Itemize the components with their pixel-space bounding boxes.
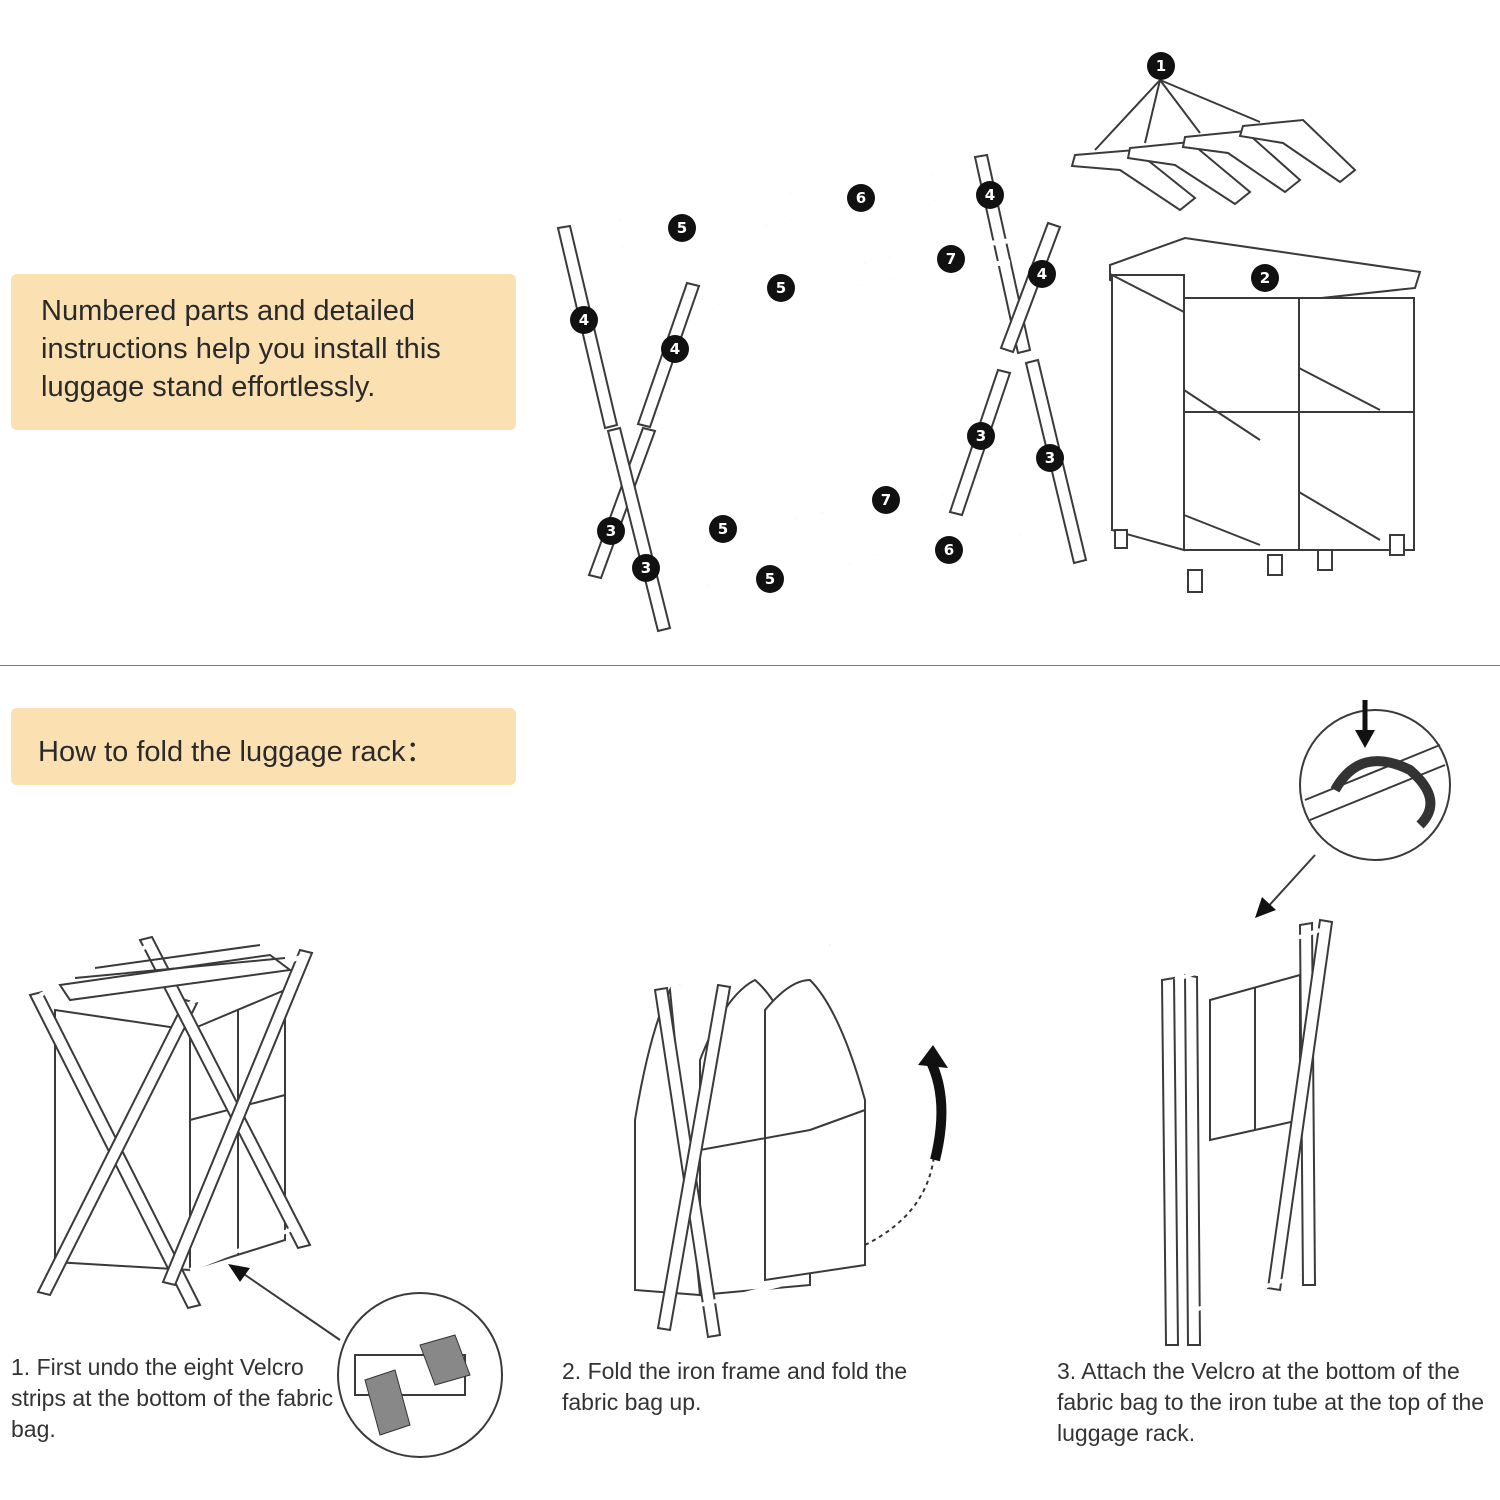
- fold-heading: How to fold the luggage rack：: [38, 736, 435, 768]
- badge-6a: 6: [847, 184, 875, 212]
- svg-text:5: 5: [718, 520, 728, 538]
- badge-5d: 5: [756, 565, 784, 593]
- svg-text:5: 5: [765, 570, 775, 588]
- step-3-caption: 3. Attach the Velcro at the bottom of th…: [1057, 1358, 1485, 1446]
- badge-5c: 5: [709, 515, 737, 543]
- fold-heading-box: How to fold the luggage rack：: [11, 708, 516, 785]
- badge-1: 1: [1147, 52, 1175, 80]
- badge-6b: 6: [935, 536, 963, 564]
- badge-5b: 5: [767, 274, 795, 302]
- intro-note-text: Numbered parts and detailed instructions…: [41, 295, 441, 403]
- svg-text:4: 4: [985, 186, 995, 204]
- svg-text:4: 4: [1037, 265, 1047, 283]
- badge-2: 2: [1251, 264, 1279, 292]
- badge-4d: 4: [1028, 260, 1056, 288]
- badge-3a: 3: [597, 517, 625, 545]
- svg-text:2: 2: [1260, 269, 1270, 287]
- step-2-illustration: [634, 943, 948, 1339]
- badge-3c: 3: [967, 422, 995, 450]
- svg-text:5: 5: [677, 219, 687, 237]
- svg-text:7: 7: [946, 250, 956, 268]
- svg-text:5: 5: [776, 279, 786, 297]
- badge-3d: 3: [1036, 444, 1064, 472]
- svg-text:6: 6: [944, 541, 954, 559]
- svg-text:3: 3: [606, 522, 616, 540]
- svg-text:4: 4: [579, 311, 589, 329]
- svg-text:3: 3: [641, 559, 651, 577]
- badge-3b: 3: [632, 554, 660, 582]
- step-2-caption: 2. Fold the iron frame and fold the fabr…: [562, 1358, 908, 1415]
- badge-4c: 4: [976, 181, 1004, 209]
- step-1-illustration: [28, 935, 503, 1458]
- svg-text:7: 7: [881, 491, 891, 509]
- badge-7a: 7: [937, 245, 965, 273]
- svg-text:4: 4: [670, 340, 680, 358]
- svg-text:1: 1: [1156, 57, 1166, 75]
- intro-note-box: Numbered parts and detailed instructions…: [11, 274, 516, 430]
- step-1-caption: 1. First undo the eight Velcro strips at…: [11, 1354, 334, 1442]
- badge-5a: 5: [668, 214, 696, 242]
- badge-4a: 4: [570, 306, 598, 334]
- part-4-leg-right-inner: [999, 221, 1062, 354]
- badge-4b: 4: [661, 335, 689, 363]
- badge-7b: 7: [872, 486, 900, 514]
- part-1-straps: [1070, 79, 1357, 212]
- section-divider: [0, 665, 1500, 666]
- svg-text:3: 3: [1045, 449, 1055, 467]
- svg-text:6: 6: [856, 189, 866, 207]
- step-3-illustration: [1160, 700, 1451, 1346]
- svg-text:3: 3: [976, 427, 986, 445]
